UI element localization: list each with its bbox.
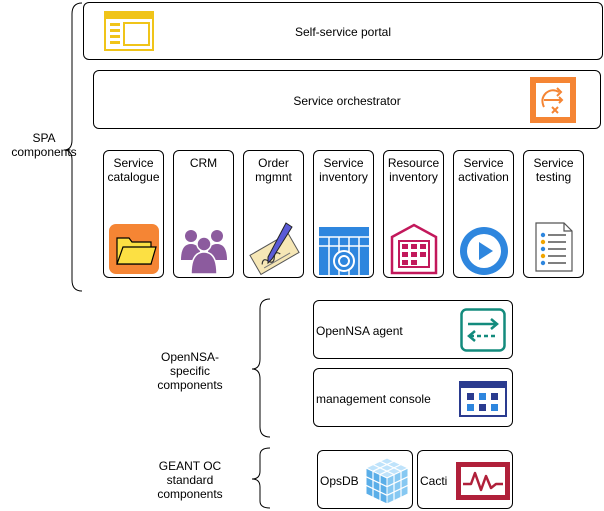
monitoring-graph-icon [456,462,510,500]
checklist-icon [535,222,573,272]
inventory-grid-icon [319,227,369,275]
component-order-mgmnt[interactable]: Order mgmnt [243,150,304,278]
self-service-portal-label: Self-service portal [294,25,392,39]
opennsa-components-label: OpenNSA- specific components [157,350,223,392]
component-service-activation[interactable]: Service activation [453,150,514,278]
geant-bracket [251,447,271,509]
component-service-inventory[interactable]: Service inventory [313,150,374,278]
component-service-testing[interactable]: Service testing [523,150,584,278]
component-crm[interactable]: CRM [173,150,234,278]
play-circle-icon [460,227,508,275]
spa-components-label: SPA components [11,131,77,159]
orchestration-icon [530,77,576,123]
browser-window-icon [104,11,154,51]
opennsa-agent-box[interactable]: OpenNSA agent [313,300,513,359]
management-console-label: management console [316,392,431,406]
database-cube-icon [364,457,410,505]
component-service-catalogue[interactable]: Service catalogue [103,150,164,278]
cacti-label: Cacti [420,474,448,488]
exchange-arrows-icon [460,308,506,352]
datacenter-icon [390,223,438,275]
service-orchestrator-label: Service orchestrator [293,94,401,108]
opsdb-label: OpsDB [320,474,359,488]
management-console-box[interactable]: management console [313,368,513,427]
cacti-box[interactable]: Cacti [417,450,513,509]
service-orchestrator-box[interactable]: Service orchestrator [93,70,601,129]
opennsa-bracket [251,298,271,438]
opennsa-agent-label: OpenNSA agent [316,324,403,338]
component-resource-inventory[interactable]: Resource inventory [383,150,444,278]
spa-bracket [63,2,83,292]
users-group-icon [181,230,227,275]
self-service-portal-box[interactable]: Self-service portal [83,2,603,60]
signed-contract-icon [249,222,300,276]
opsdb-box[interactable]: OpsDB [317,450,413,509]
folder-icon [109,224,159,274]
geant-components-label: GEANT OC standard components [157,459,223,501]
dashboard-window-icon [459,381,507,417]
